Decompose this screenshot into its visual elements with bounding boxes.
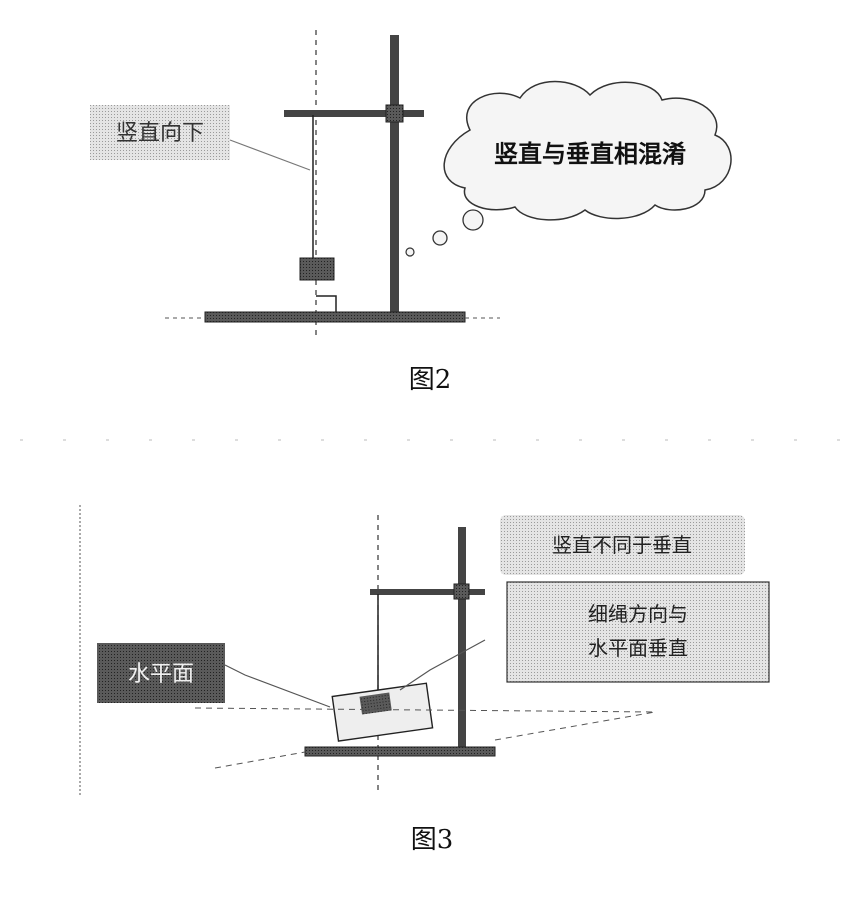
fig3-base: [304, 746, 496, 757]
fig3-caption: 图3: [411, 825, 454, 855]
fig2-thought-text: 竖直与垂直相混淆: [494, 140, 686, 168]
fig2-label-box: [90, 105, 230, 160]
fig3-tilted-container: [331, 682, 434, 742]
fig2-base: [204, 311, 466, 323]
fig3-label-horizontal-plane: 水平面: [128, 662, 194, 687]
fig3-label-string-direction-2: 水平面垂直: [588, 636, 688, 660]
fig2-weight: [299, 257, 335, 281]
fig2-caption: 图2: [409, 365, 452, 395]
fig2-label-vertical-down: 竖直向下: [116, 121, 204, 146]
fig2-stand-pole: [390, 35, 399, 317]
fig3-pointer-string: [399, 639, 486, 691]
figure-2: 竖直向下 竖直与垂直相混淆 图2: [90, 30, 732, 395]
fig3-label-string-direction-1: 细绳方向与: [588, 602, 688, 626]
fig3-label-box-plane: [97, 643, 225, 703]
figure-3: 竖直不同于垂直 细绳方向与 水平面垂直 水平面 图3: [79, 505, 770, 855]
fig3-pointer-plane: [224, 664, 331, 708]
fig3-label-box-bottom: [506, 581, 770, 683]
fig3-label-vertical-not-perpendicular: 竖直不同于垂直: [552, 533, 692, 557]
fig3-plane-line-right: [494, 711, 656, 741]
fig3-cross-arm: [370, 589, 485, 595]
fig2-clamp: [385, 104, 404, 123]
fig3-clamp: [453, 583, 470, 600]
fig3-plane-line-lower: [214, 751, 306, 769]
fig2-thought-cloud: [405, 80, 732, 257]
fig2-cross-arm: [284, 110, 424, 117]
fig2-label-pointer: [229, 139, 311, 171]
fig3-stand-pole: [458, 527, 466, 752]
fig2-right-angle-mark: [316, 295, 337, 312]
fig3-label-box-top: [500, 515, 745, 575]
